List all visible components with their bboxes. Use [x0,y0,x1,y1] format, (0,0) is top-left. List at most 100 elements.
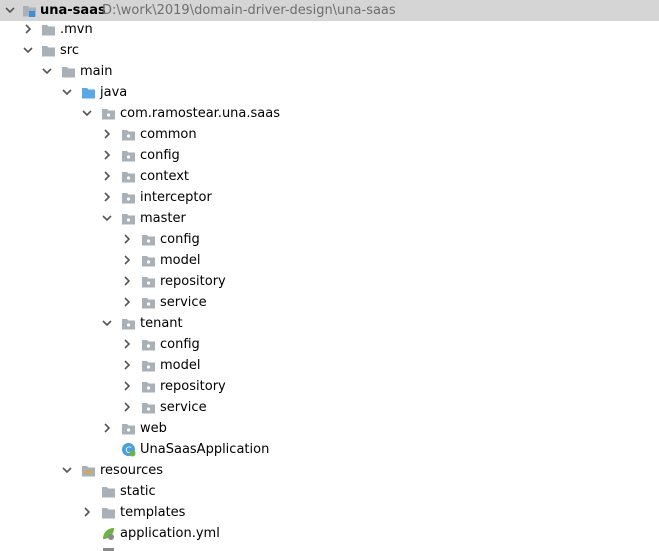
spring-yml-icon [101,526,116,541]
tree-row-tenant-service[interactable]: service [0,397,659,418]
tree-row-tenant-repository[interactable]: repository [0,376,659,397]
tree-row-main[interactable]: main [0,61,659,82]
chevron-down-icon[interactable] [81,103,93,124]
tree-row-master-model[interactable]: model [0,250,659,271]
tree-row-una-saas[interactable]: una-saas D:\work\2019\domain-driver-desi… [0,0,659,21]
tree-label: common [140,127,197,142]
tree-row-interceptor[interactable]: interceptor [0,187,659,208]
tree-row-src[interactable]: src [0,40,659,61]
chevron-right-icon[interactable] [101,418,113,439]
tree-row-partial [0,544,659,551]
tree-label: application.yml [120,526,220,541]
tree-label: service [160,295,207,310]
chevron-right-icon[interactable] [101,124,113,145]
project-name: una-saas [40,3,106,18]
folder-icon [41,22,56,37]
tree-row-master-config[interactable]: config [0,229,659,250]
tree-label: web [140,421,167,436]
package-icon [121,316,136,331]
tree-row-static[interactable]: static [0,481,659,502]
package-icon [141,358,156,373]
tree-row-package-root[interactable]: com.ramostear.una.saas [0,103,659,124]
tree-label: UnaSaasApplication [140,442,270,457]
tree-label: templates [120,505,186,520]
file-icon [101,547,116,551]
chevron-down-icon[interactable] [41,61,53,82]
module-folder-icon [22,3,37,18]
spring-boot-class-icon: C [121,442,136,457]
package-icon [141,295,156,310]
tree-row-resources[interactable]: resources [0,460,659,481]
chevron-right-icon[interactable] [101,145,113,166]
tree-row-tenant-config[interactable]: config [0,334,659,355]
chevron-down-icon[interactable] [61,82,73,103]
tree-label: config [140,148,180,163]
tree-label: java [100,85,128,100]
tree-label: config [160,232,200,247]
package-icon [141,400,156,415]
tree-row-java[interactable]: java [0,82,659,103]
tree-row-tenant[interactable]: tenant [0,313,659,334]
chevron-right-icon[interactable] [121,271,133,292]
tree-row-templates[interactable]: templates [0,502,659,523]
folder-icon [61,64,76,79]
package-icon [141,337,156,352]
chevron-right-icon[interactable] [121,334,133,355]
package-icon [141,232,156,247]
chevron-down-icon[interactable] [101,313,113,334]
tree-label: static [120,484,156,499]
chevron-right-icon[interactable] [121,376,133,397]
svg-text:C: C [125,446,131,456]
package-icon [121,190,136,205]
tree-label: model [160,253,201,268]
tree-label: interceptor [140,190,212,205]
tree-row-tenant-model[interactable]: model [0,355,659,376]
chevron-down-icon[interactable] [61,460,73,481]
chevron-down-icon[interactable] [4,0,16,21]
chevron-right-icon[interactable] [81,502,93,523]
tree-row-common[interactable]: common [0,124,659,145]
chevron-right-icon[interactable] [22,19,34,40]
tree-row-web[interactable]: web [0,418,659,439]
package-icon [121,127,136,142]
chevron-right-icon[interactable] [101,187,113,208]
tree-label: master [140,211,186,226]
package-icon [121,211,136,226]
package-icon [121,148,136,163]
chevron-right-icon[interactable] [121,292,133,313]
chevron-right-icon[interactable] [101,166,113,187]
tree-label: src [60,43,79,58]
chevron-right-icon[interactable] [121,250,133,271]
tree-row-master-repository[interactable]: repository [0,271,659,292]
tree-label: context [140,169,189,184]
folder-icon [101,505,116,520]
chevron-down-icon[interactable] [22,40,34,61]
chevron-right-icon[interactable] [121,397,133,418]
tree-row-mvn[interactable]: .mvn [0,19,659,40]
tree-row-config[interactable]: config [0,145,659,166]
resources-root-folder-icon [81,463,96,478]
tree-row-master[interactable]: master [0,208,659,229]
chevron-down-icon[interactable] [101,208,113,229]
tree-label: com.ramostear.una.saas [120,106,280,121]
project-path: D:\work\2019\domain-driver-design\una-sa… [102,3,396,18]
chevron-right-icon[interactable] [121,229,133,250]
chevron-right-icon[interactable] [121,355,133,376]
tree-label: config [160,337,200,352]
package-icon [141,274,156,289]
tree-row-una-saas-application[interactable]: C UnaSaasApplication [0,439,659,460]
package-icon [101,106,116,121]
tree-label: repository [160,274,226,289]
tree-row-master-service[interactable]: service [0,292,659,313]
package-icon [121,421,136,436]
tree-label: repository [160,379,226,394]
folder-icon [101,484,116,499]
tree-label: main [80,64,113,79]
folder-icon [41,43,56,58]
tree-row-application-yml[interactable]: application.yml [0,523,659,544]
package-icon [121,169,136,184]
tree-row-context[interactable]: context [0,166,659,187]
tree-label: service [160,400,207,415]
source-root-folder-icon [81,85,96,100]
